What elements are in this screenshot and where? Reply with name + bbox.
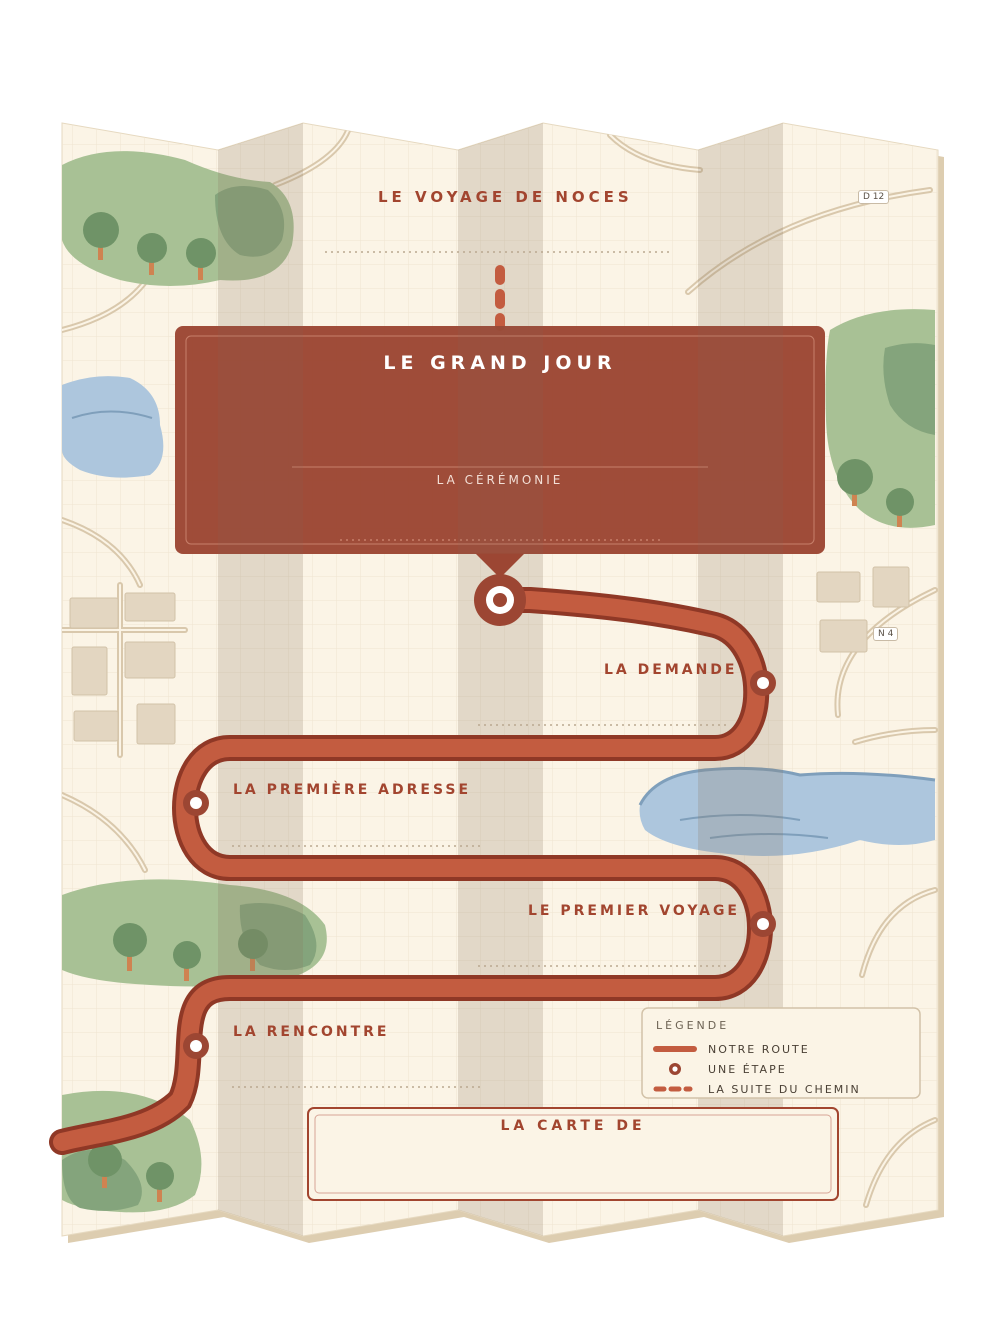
legend-item-stop: UNE ÉTAPE — [708, 1063, 787, 1076]
card-frame — [307, 1107, 839, 1201]
road-tag-d12: D 12 — [858, 190, 890, 204]
legend-item-dashed: LA SUITE DU CHEMIN — [708, 1083, 861, 1096]
fold-shading-banner — [218, 326, 783, 554]
buildings — [69, 566, 910, 745]
stop-label-demande: LA DEMANDE — [604, 662, 738, 678]
lake-right — [638, 766, 936, 856]
route-path — [53, 591, 769, 1151]
banner-subtitle: LA CÉRÉMONIE — [436, 473, 564, 487]
legend-title: LÉGENDE — [656, 1019, 730, 1032]
stop-marker-icon — [669, 1063, 681, 1075]
stop-label-premier-voyage: LE PREMIER VOYAGE — [528, 903, 740, 919]
legend-item-route: NOTRE ROUTE — [708, 1043, 810, 1056]
stop-markers — [183, 574, 776, 1059]
banner-title: LE GRAND JOUR — [383, 352, 617, 374]
stop-label-rencontre: LA RENCONTRE — [233, 1024, 390, 1040]
page-title: LE VOYAGE DE NOCES — [378, 188, 633, 206]
lake-left — [62, 376, 164, 478]
forest-top-left — [62, 151, 294, 286]
legend-box — [641, 1007, 921, 1099]
card-title: LA CARTE DE — [500, 1118, 646, 1134]
trees — [83, 212, 914, 1202]
stop-label-premiere-adresse: LA PREMIÈRE ADRESSE — [233, 782, 472, 798]
road-tag-n4: N 4 — [873, 627, 899, 641]
banner-card — [175, 326, 825, 578]
